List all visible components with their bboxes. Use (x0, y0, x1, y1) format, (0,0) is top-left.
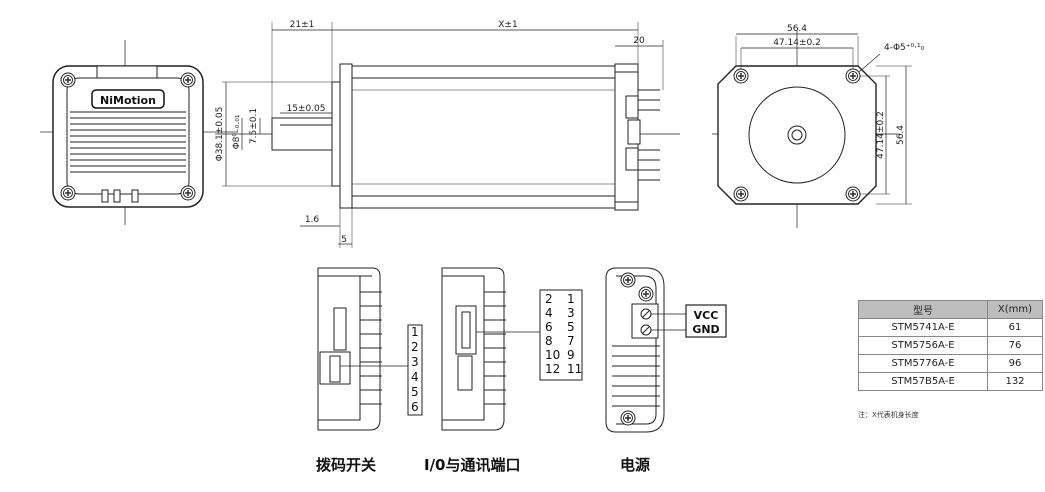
mount-hole-icon (845, 68, 861, 84)
table-row: STM5741A-E 61 (858, 318, 1043, 337)
mount-hole-icon (733, 186, 749, 202)
pin-number: 1 (567, 292, 575, 306)
pin-number: 9 (567, 348, 575, 362)
motor-flange-view (712, 30, 912, 228)
pin-number: 3 (567, 306, 575, 320)
power-view (605, 267, 727, 433)
table-row: STM5776A-E 96 (858, 354, 1043, 373)
dip-switch-numbers: 1 2 3 4 5 6 (411, 325, 419, 414)
table-row: STM57B5A-E 132 (858, 372, 1043, 391)
io-port-view (441, 267, 583, 431)
dim-15: 15±0.05 (286, 104, 325, 114)
model-cell: STM57B5A-E (858, 372, 988, 391)
front-dimension-labels: 21±1 X±1 20 15±0.05 7.5±0.1 Φ8⁰₋₀.₀₁ Φ38… (215, 20, 645, 245)
dim-5: 5 (341, 235, 347, 245)
pin-number: 8 (545, 334, 553, 348)
pin-number: 10 (545, 348, 560, 362)
column-header: 型号 (858, 300, 988, 319)
pin-number: 5 (567, 320, 575, 334)
table-header-row: 型号 X(mm) (858, 300, 1043, 319)
screw-icon (180, 72, 196, 88)
column-header: X(mm) (987, 300, 1043, 319)
screw-icon (620, 410, 636, 426)
pin-number: 6 (545, 320, 553, 334)
pin-number: 11 (567, 362, 582, 376)
driver-back-view: NiMotion (40, 40, 238, 225)
caption-power: 电源 (620, 456, 651, 474)
dim-56-4-top: 56.4 (787, 24, 807, 34)
dip-switch-view (317, 267, 423, 431)
dim-7-5: 7.5±0.1 (249, 108, 259, 144)
motor-front-view (215, 22, 680, 248)
dim-hole: 4-Φ5⁺⁰·¹₀ (884, 43, 925, 53)
dip-number: 4 (411, 370, 419, 384)
screw-icon (620, 272, 636, 288)
pin-number: 7 (567, 334, 575, 348)
dim-1-6: 1.6 (305, 215, 320, 225)
dim-47-14-top: 47.14±0.2 (773, 38, 821, 48)
dip-number: 6 (411, 400, 419, 414)
length-cell: 96 (987, 354, 1043, 373)
flange-dimension-labels: 56.4 47.14±0.2 4-Φ5⁺⁰·¹₀ 47.14±0.2 56.4 (773, 24, 924, 159)
brand-logo: NiMotion (100, 94, 156, 107)
gnd-label: GND (692, 323, 719, 336)
pin-number: 12 (545, 362, 560, 376)
table-row: STM5756A-E 76 (858, 336, 1043, 355)
length-cell: 61 (987, 318, 1043, 337)
dip-number: 2 (411, 340, 419, 354)
dim-47-14-right: 47.14±0.2 (876, 111, 886, 159)
dim-21: 21±1 (290, 20, 315, 30)
screw-icon (180, 185, 196, 201)
model-cell: STM5776A-E (858, 354, 988, 373)
vcc-label: VCC (694, 309, 719, 322)
mount-hole-icon (845, 186, 861, 202)
dip-number: 1 (411, 325, 419, 339)
caption-dip-switch: 拨码开关 (316, 456, 377, 474)
pin-number: 2 (545, 292, 553, 306)
screw-icon (60, 72, 76, 88)
model-table: 型号 X(mm) STM5741A-E 61 STM5756A-E 76 STM… (858, 300, 1043, 391)
table-note: 注：X代表机身长度 (858, 411, 919, 419)
io-pin-numbers: 2 1 4 3 6 5 8 7 10 9 12 11 (545, 292, 582, 376)
caption-io-port: I/0与通讯端口 (424, 456, 521, 474)
dim-boss: Φ38.1±0.05 (215, 107, 225, 162)
dim-x: X±1 (498, 20, 517, 30)
dim-56-4-right: 56.4 (896, 125, 906, 145)
model-cell: STM5756A-E (858, 336, 988, 355)
length-cell: 76 (987, 336, 1043, 355)
screw-icon (60, 185, 76, 201)
dim-20: 20 (633, 36, 645, 46)
dip-number: 5 (411, 385, 419, 399)
mount-hole-icon (733, 68, 749, 84)
pin-number: 4 (545, 306, 553, 320)
screw-icon (638, 286, 654, 302)
length-cell: 132 (987, 372, 1043, 391)
dim-shaft: Φ8⁰₋₀.₀₁ (232, 114, 242, 149)
dip-number: 3 (411, 355, 419, 369)
model-cell: STM5741A-E (858, 318, 988, 337)
